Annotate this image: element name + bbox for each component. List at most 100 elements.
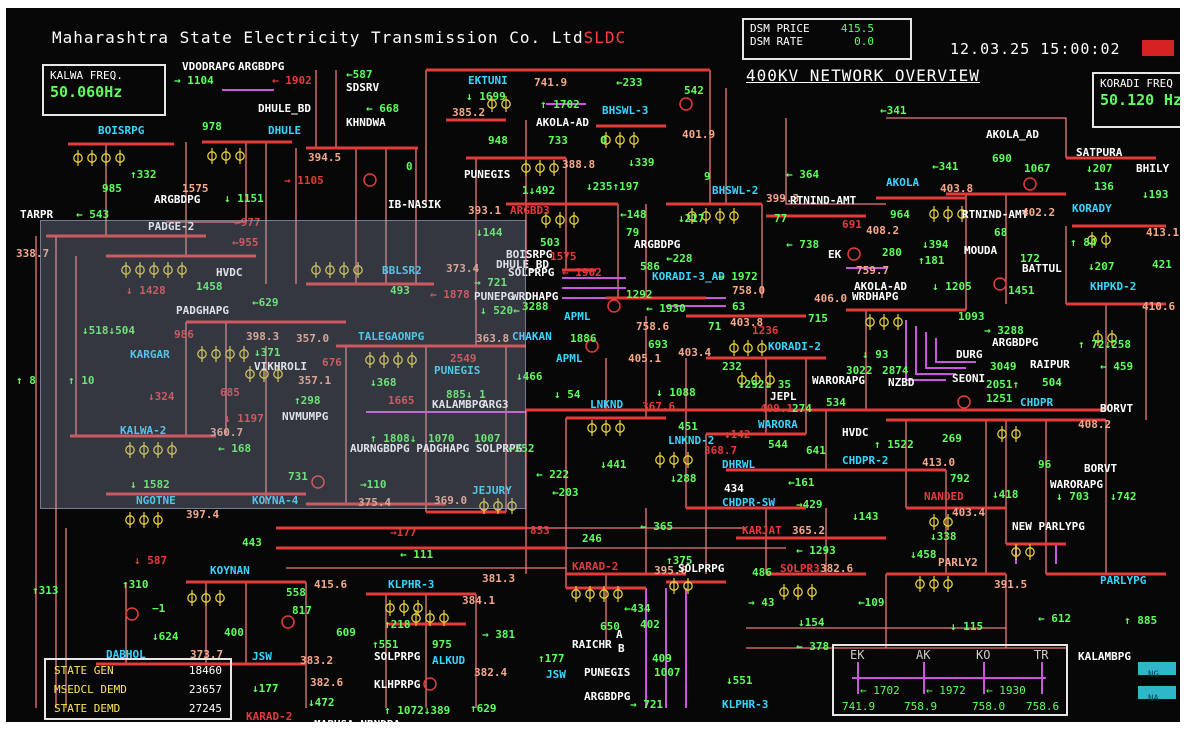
network-label: WARORAPG bbox=[1050, 478, 1103, 491]
generator-icon bbox=[139, 515, 149, 525]
network-label: BOISRPG bbox=[98, 124, 145, 137]
network-label: 382.4 bbox=[474, 666, 507, 679]
generator-icon bbox=[943, 209, 953, 219]
koradi-freq-label: KORADI FREQ bbox=[1100, 77, 1173, 90]
network-label: ↑ 1072↓389 bbox=[384, 704, 450, 717]
network-label: ↑218 bbox=[384, 618, 411, 631]
interchange-volt-tr: 758.6 bbox=[1026, 700, 1060, 713]
breaker-icon bbox=[585, 339, 599, 353]
network-label: JEJURY bbox=[472, 484, 512, 497]
generator-icon bbox=[201, 593, 211, 603]
network-label: 232 bbox=[722, 360, 742, 373]
network-label: DABHOL bbox=[106, 648, 146, 661]
network-label: ↓143 bbox=[852, 510, 879, 523]
network-label: 280 bbox=[882, 246, 902, 259]
network-label: ↓624 bbox=[152, 630, 179, 643]
nav-button-1[interactable]: NG bbox=[1138, 662, 1176, 680]
network-label: ↑ 1522 bbox=[874, 438, 914, 451]
generator-icon bbox=[997, 429, 1007, 439]
generator-icon bbox=[1101, 235, 1111, 245]
hvdc-line bbox=[915, 326, 956, 375]
generator-icon bbox=[153, 445, 163, 455]
network-label: → 721 bbox=[474, 276, 507, 289]
network-label: B bbox=[618, 642, 625, 655]
nav-button-2[interactable]: NA bbox=[1138, 686, 1176, 704]
network-label: ↓394 bbox=[922, 238, 949, 251]
network-label: 558 bbox=[286, 586, 306, 599]
network-label: SDSRV bbox=[346, 81, 379, 94]
network-label: 421 bbox=[1152, 258, 1172, 271]
network-label: 1236 bbox=[752, 324, 779, 337]
breaker-icon bbox=[847, 247, 861, 261]
generator-icon bbox=[273, 369, 283, 379]
generator-icon bbox=[585, 589, 595, 599]
network-label: KORADY bbox=[1072, 202, 1112, 215]
network-label: ALKUD bbox=[432, 654, 465, 667]
generator-icon bbox=[407, 355, 417, 365]
generator-icon bbox=[655, 455, 665, 465]
network-label: 403.4 bbox=[952, 506, 985, 519]
generator-icon bbox=[221, 151, 231, 161]
interchange-volt-ek: 741.9 bbox=[842, 700, 876, 713]
network-label: 246 bbox=[582, 532, 602, 545]
alarm-indicator[interactable] bbox=[1142, 40, 1174, 56]
network-label: 369.0 bbox=[434, 494, 467, 507]
interchange-flow-ak-ko: ← 1972 bbox=[926, 684, 966, 697]
generator-icon bbox=[779, 587, 789, 597]
network-label: SOLPRPG bbox=[678, 562, 725, 575]
network-label: KHPKD-2 bbox=[1090, 280, 1136, 293]
network-label: 373.4 bbox=[446, 262, 479, 275]
network-label: ←629 bbox=[252, 296, 279, 309]
network-label: ARGBD3 bbox=[510, 204, 550, 217]
generator-icon bbox=[125, 445, 135, 455]
network-label: 1067 bbox=[1024, 162, 1051, 175]
generator-icon bbox=[687, 211, 697, 221]
generator-icon bbox=[929, 579, 939, 589]
dsm-rate-label: DSM RATE bbox=[750, 35, 803, 48]
network-label: ←434 bbox=[624, 602, 651, 615]
breaker-icon bbox=[423, 677, 437, 691]
network-label: KARGAR bbox=[130, 348, 170, 361]
network-label: KALWA-2 bbox=[120, 424, 166, 437]
breaker-icon bbox=[1023, 177, 1037, 191]
network-label: 1070 bbox=[428, 432, 455, 445]
generator-icon bbox=[669, 455, 679, 465]
interchange-tr-label: TR bbox=[1034, 648, 1049, 662]
network-label: →429 bbox=[796, 498, 823, 511]
network-label: ↑ 84 bbox=[1070, 236, 1097, 249]
network-label: BHILY bbox=[1136, 162, 1169, 175]
network-label: 409.1 bbox=[760, 402, 793, 415]
network-label: 385.2 bbox=[452, 106, 485, 119]
network-label: → 1105 bbox=[284, 174, 324, 187]
network-label: ↓ 93 bbox=[862, 348, 889, 361]
network-label: KLHPRPG bbox=[374, 678, 421, 691]
interchange-ak-label: AK bbox=[916, 648, 931, 662]
generator-icon bbox=[167, 445, 177, 455]
network-label: ← 1902 bbox=[272, 74, 312, 87]
network-label: 382.6 bbox=[820, 562, 853, 575]
network-overview-title: 400KV NETWORK OVERVIEW bbox=[746, 66, 980, 85]
network-label: 985 bbox=[102, 182, 122, 195]
network-label: ← 543 bbox=[76, 208, 109, 221]
network-label: ←109 bbox=[858, 596, 885, 609]
network-label: 493 bbox=[390, 284, 410, 297]
network-label: ↓ 1088 bbox=[656, 386, 696, 399]
generator-icon bbox=[683, 455, 693, 465]
network-label: PARLYPG bbox=[1100, 574, 1147, 587]
network-label: 403.4 bbox=[678, 346, 711, 359]
generator-icon bbox=[365, 355, 375, 365]
network-label: KLPHR-3 bbox=[722, 698, 768, 711]
network-label: 405.1 bbox=[628, 352, 661, 365]
company-title: Maharashtra State Electricity Transmissi… bbox=[52, 28, 584, 47]
network-label: BORVT bbox=[1100, 402, 1133, 415]
network-label: → 3288 bbox=[984, 324, 1024, 337]
network-label: ←161 bbox=[788, 476, 815, 489]
generator-icon bbox=[1107, 333, 1117, 343]
generator-icon bbox=[149, 265, 159, 275]
network-label: ↑ 1702 bbox=[540, 98, 580, 111]
network-label: HVDC bbox=[216, 266, 243, 279]
network-label: PUNEPG bbox=[474, 290, 514, 303]
breaker-icon bbox=[993, 277, 1007, 291]
network-label: → 43 bbox=[748, 596, 775, 609]
